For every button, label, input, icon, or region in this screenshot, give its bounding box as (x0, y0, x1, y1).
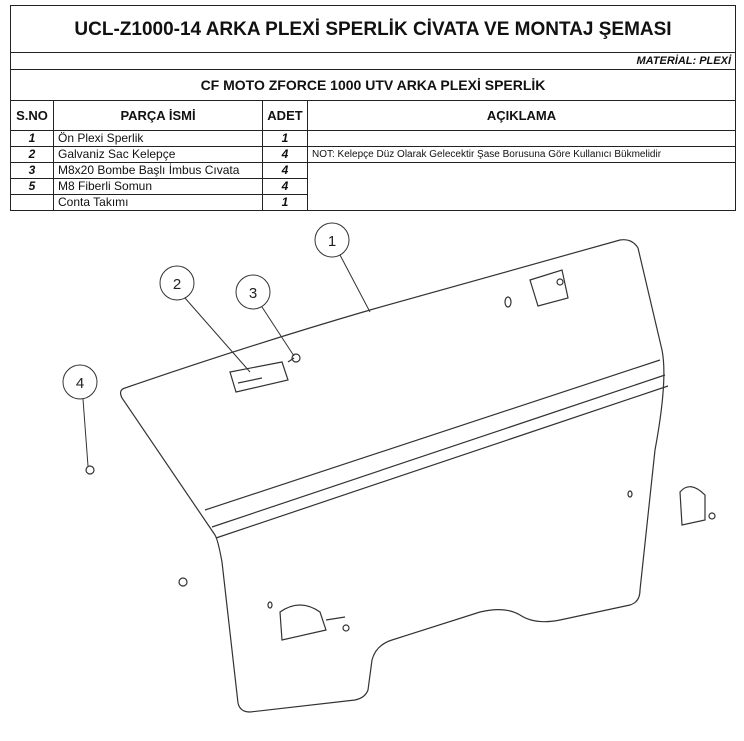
part-name: M8 Fiberli Somun (53, 178, 263, 195)
callout-3 (235, 274, 271, 310)
callout-label: 1 (328, 233, 336, 250)
nut-4 (85, 465, 188, 587)
clamp-top-right (529, 269, 569, 307)
header-name: PARÇA İSMİ (53, 100, 263, 131)
drawing-title: UCL-Z1000-14 ARKA PLEXİ SPERLİK CİVATA V… (10, 5, 736, 53)
part-name: Conta Takımı (53, 194, 263, 211)
callout-4 (62, 364, 98, 400)
callout-label: 3 (249, 285, 257, 302)
header-desc: AÇIKLAMA (307, 100, 736, 131)
parts-table: UCL-Z1000-14 ARKA PLEXİ SPERLİK CİVATA V… (10, 5, 736, 211)
bolt-3 (287, 353, 301, 363)
callout-label: 2 (173, 276, 181, 293)
clamp-right (679, 486, 716, 526)
subtitle: CF MOTO ZFORCE 1000 UTV ARKA PLEXİ SPERL… (10, 69, 736, 101)
qty: 1 (262, 194, 308, 211)
callout-2 (159, 265, 195, 301)
plexi-panel (119, 239, 665, 713)
header-qty: ADET (262, 100, 308, 131)
clamp-bottom (279, 604, 350, 641)
desc (307, 162, 736, 211)
callout-1 (314, 222, 350, 258)
callout-label: 4 (76, 375, 84, 392)
clamp-2 (229, 361, 289, 393)
